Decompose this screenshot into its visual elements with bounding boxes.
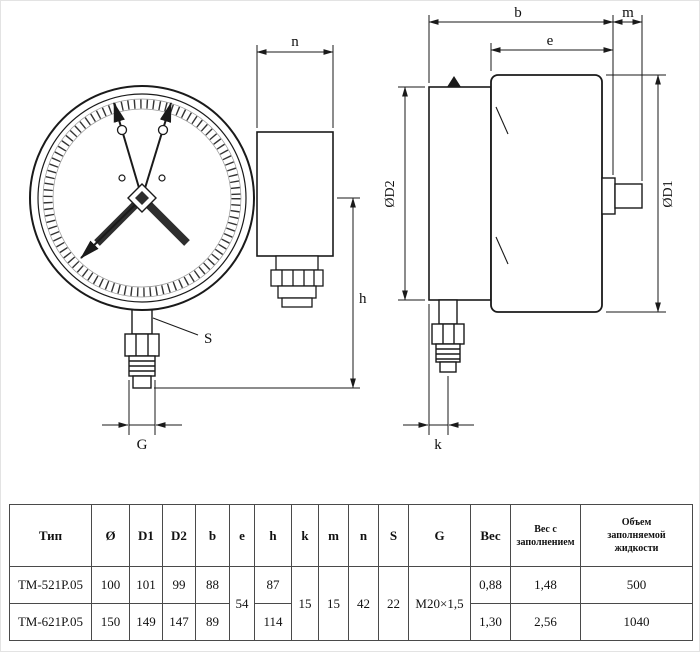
header-weight-filled: Вес с заполнением — [510, 504, 581, 567]
cell-h: 114 — [254, 603, 292, 641]
dimension-e — [490, 43, 614, 71]
dimension-b — [428, 15, 614, 175]
dimension-m — [612, 15, 643, 181]
table-row-tm521: ТМ-521Р.05 100 101 99 88 54 87 15 15 42 … — [9, 566, 693, 641]
dimension-d1 — [606, 74, 666, 313]
dim-label-e: e — [547, 33, 554, 49]
header-d1: D1 — [129, 504, 163, 567]
cell-d2: 147 — [162, 603, 196, 641]
side-stem — [431, 299, 465, 373]
dim-label-n: n — [291, 34, 299, 50]
cell-diameter: 100 — [91, 566, 130, 604]
header-b: b — [195, 504, 230, 567]
cell-d1: 149 — [129, 603, 163, 641]
table-header-row: Тип Ø D1 D2 b e h k m n S G Вес Вес с за… — [9, 504, 693, 567]
case-back — [428, 86, 492, 301]
front-view-dimensions — [102, 45, 360, 435]
header-diameter: Ø — [91, 504, 130, 567]
cell-volume: 500 — [580, 566, 693, 604]
dim-label-k: k — [434, 437, 442, 453]
top-marker — [447, 76, 461, 87]
s-leader-line — [152, 317, 199, 336]
header-volume: Объем заполняемой жидкости — [580, 504, 693, 567]
header-type: Тип — [9, 504, 92, 567]
dimensions-table: Тип Ø D1 D2 b e h k m n S G Вес Вес с за… — [9, 504, 693, 641]
header-volume-label: Объем заполняемой жидкости — [607, 517, 666, 554]
cell-e-shared: 54 — [229, 566, 255, 641]
dim-label-b: b — [514, 5, 522, 21]
dimension-n — [256, 45, 334, 128]
header-e: e — [229, 504, 255, 567]
cell-weight-filled: 1,48 — [510, 566, 581, 604]
side-view — [428, 74, 643, 373]
header-weight-filled-label: Вес с заполнением — [516, 523, 575, 548]
cell-n-shared: 42 — [348, 566, 379, 641]
gauge-hub — [127, 183, 157, 213]
header-h: h — [254, 504, 292, 567]
cell-diameter: 150 — [91, 603, 130, 641]
dim-label-h: h — [359, 291, 367, 307]
contact-box — [256, 131, 334, 257]
tick-ring — [43, 99, 241, 297]
cell-weight-filled: 2,56 — [510, 603, 581, 641]
side-connector — [601, 177, 643, 215]
dim-label-d1: ØD1 — [661, 180, 676, 207]
cell-d1: 101 — [129, 566, 163, 604]
cell-type: ТМ-521Р.05 — [9, 566, 92, 604]
header-s: S — [378, 504, 409, 567]
gauge-pointers — [80, 102, 190, 259]
side-view-dimensions — [398, 15, 666, 435]
cell-k-shared: 15 — [291, 566, 319, 641]
cell-s-shared: 22 — [378, 566, 409, 641]
cell-weight: 1,30 — [470, 603, 511, 641]
header-g: G — [408, 504, 471, 567]
dim-label-m: m — [622, 5, 634, 21]
front-view — [29, 85, 334, 389]
cell-volume: 1040 — [580, 603, 693, 641]
header-n: n — [348, 504, 379, 567]
cell-m-shared: 15 — [318, 566, 349, 641]
header-d2: D2 — [162, 504, 196, 567]
table-row-tm621: ТМ-621Р.05 150 149 147 89 114 1,30 2,56 … — [9, 603, 693, 641]
dimension-h — [154, 197, 360, 389]
dimension-k — [403, 304, 474, 435]
cell-b: 88 — [195, 566, 230, 604]
cell-weight: 0,88 — [470, 566, 511, 604]
dim-label-d2: ØD2 — [383, 180, 398, 207]
technical-drawing: n h S G — [29, 5, 676, 453]
case-front — [490, 74, 603, 313]
cell-d2: 99 — [162, 566, 196, 604]
header-m: m — [318, 504, 349, 567]
dim-label-g: G — [137, 437, 148, 453]
dimension-d2 — [398, 86, 425, 301]
dim-label-s: S — [204, 331, 212, 347]
dimension-g — [102, 380, 182, 435]
header-weight: Вес — [470, 504, 511, 567]
cell-b: 89 — [195, 603, 230, 641]
cell-h: 87 — [254, 566, 292, 604]
cable-gland — [270, 255, 324, 308]
cell-g-shared: M20×1,5 — [408, 566, 471, 641]
header-k: k — [291, 504, 319, 567]
bottom-stem — [124, 300, 160, 389]
cell-type: ТМ-621Р.05 — [9, 603, 92, 641]
